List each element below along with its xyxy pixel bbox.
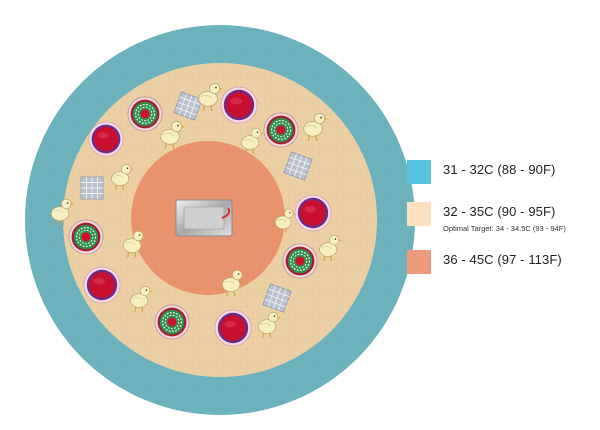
drinker-icon — [127, 96, 163, 132]
drinker-icon — [68, 219, 104, 255]
heat-lamp-icon — [175, 199, 233, 237]
drinker-icon — [263, 112, 299, 148]
feeder-icon — [220, 86, 258, 124]
legend-swatch-cool — [407, 160, 431, 184]
feeder-icon — [83, 266, 121, 304]
legend-swatch-hot — [407, 250, 431, 274]
legend-optimal-note: Optimal Target: 34 - 34.5C (93 - 94F) — [443, 224, 566, 233]
feed-tray-icon — [80, 176, 104, 200]
legend-range-cool: 31 - 32C (88 - 90F) — [443, 162, 556, 177]
drinker-icon — [282, 243, 318, 279]
feeder-icon — [88, 121, 124, 157]
feeder-icon — [214, 309, 252, 347]
legend-range-hot: 36 - 45C (97 - 113F) — [443, 252, 562, 267]
drinker-icon — [154, 304, 190, 340]
legend-swatch-optimal — [407, 202, 431, 226]
feeder-icon — [294, 194, 332, 232]
legend-range-optimal: 32 - 35C (90 - 95F) — [443, 204, 556, 219]
